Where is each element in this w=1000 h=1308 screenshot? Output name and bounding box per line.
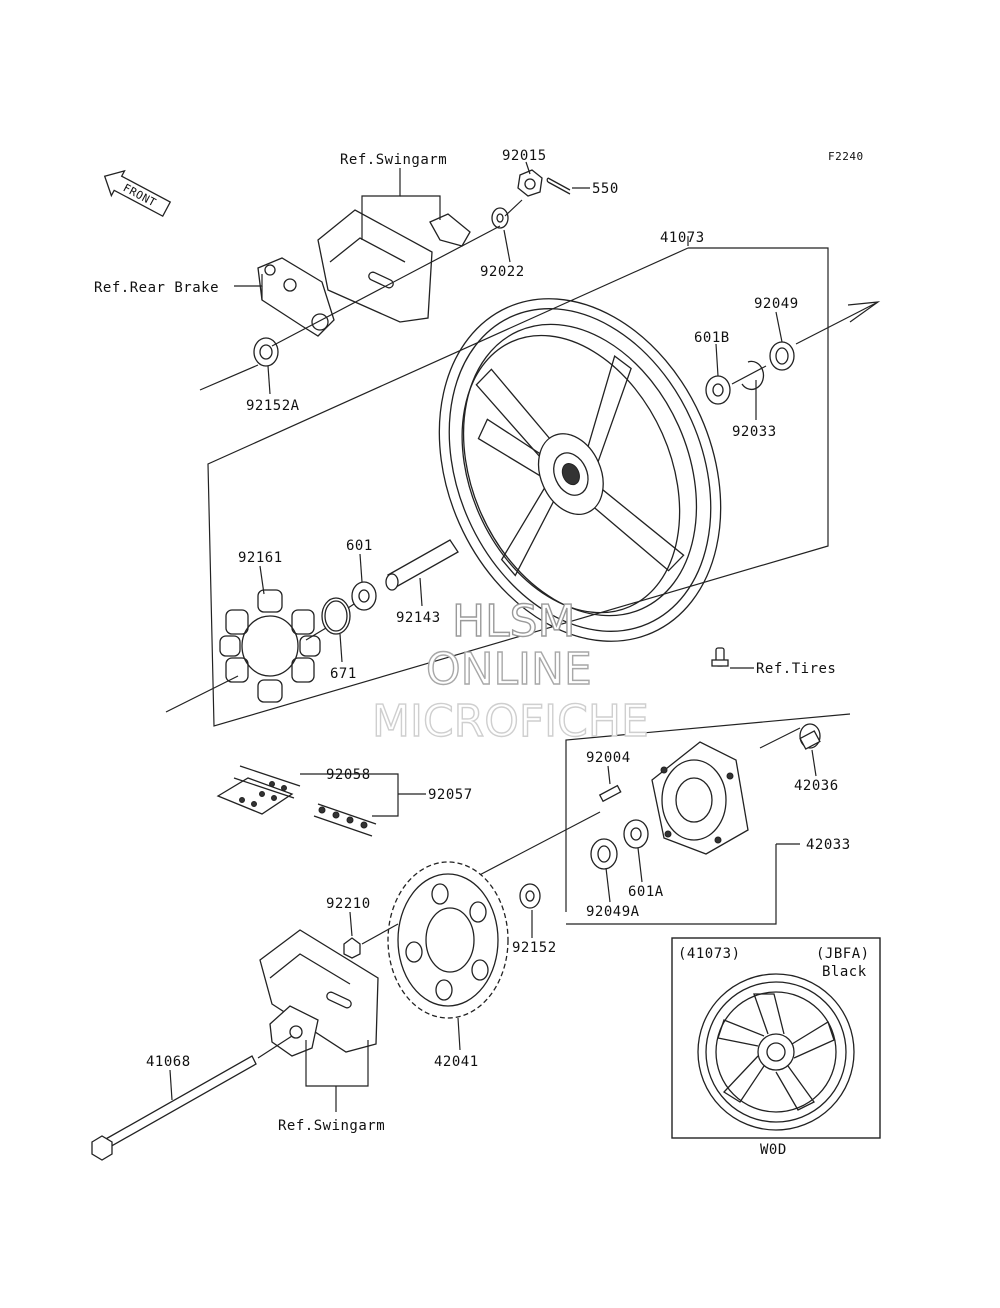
sprocket-42041 xyxy=(387,861,509,1019)
chain-92057 xyxy=(233,765,377,837)
label-42033: 42033 xyxy=(806,837,851,853)
circlip-92033 xyxy=(741,360,765,391)
label-92143: 92143 xyxy=(396,610,441,626)
seal-92049 xyxy=(769,341,795,371)
inset-part-number: (41073) xyxy=(678,946,741,962)
diagram-code: F2240 xyxy=(828,150,864,163)
label-92015: 92015 xyxy=(502,148,547,164)
collar-92152A xyxy=(253,337,279,367)
label-ref-rear-brake: Ref.Rear Brake xyxy=(94,280,219,296)
label-601: 601 xyxy=(346,538,373,554)
label-41073: 41073 xyxy=(660,230,705,246)
label-92033: 92033 xyxy=(732,424,777,440)
label-92058: 92058 xyxy=(326,767,371,783)
label-ref-swingarm-bottom: Ref.Swingarm xyxy=(278,1118,385,1134)
inset-color: Black xyxy=(822,964,867,980)
axle-41068 xyxy=(91,1055,257,1161)
damper-92161 xyxy=(219,589,321,703)
brake-bracket-assembly xyxy=(257,209,471,337)
label-92161: 92161 xyxy=(238,550,283,566)
bearing-601B xyxy=(705,375,731,405)
label-41068: 41068 xyxy=(146,1054,191,1070)
stud-92004 xyxy=(598,784,622,803)
collar-92152 xyxy=(519,883,541,909)
label-92022: 92022 xyxy=(480,264,525,280)
label-92152A: 92152A xyxy=(246,398,300,414)
label-ref-swingarm-top: Ref.Swingarm xyxy=(340,152,447,168)
inset-code: (JBFA) xyxy=(816,946,870,962)
label-92057: 92057 xyxy=(428,787,473,803)
label-42036: 42036 xyxy=(794,778,839,794)
watermark: HLSM ONLINE MICROFICHE xyxy=(371,595,649,747)
label-92004: 92004 xyxy=(586,750,631,766)
label-42041: 42041 xyxy=(434,1054,479,1070)
collar-42036 xyxy=(799,723,821,750)
part-labels: Ref.Swingarm Ref.Rear Brake 92015 550 92… xyxy=(94,148,851,1134)
inset-wheel xyxy=(697,973,855,1131)
label-671: 671 xyxy=(330,666,357,682)
inset-variant: W0D xyxy=(760,1142,787,1158)
watermark-line-3: MICROFICHE xyxy=(372,696,649,747)
master-link-92058 xyxy=(216,777,294,815)
o-ring-671 xyxy=(321,597,351,635)
valve-stem xyxy=(711,647,729,667)
nut-92015 xyxy=(517,169,543,197)
sprocket-hub-42033 xyxy=(651,741,749,855)
seal-92049A xyxy=(590,838,618,870)
label-550: 550 xyxy=(592,181,619,197)
variant-inset: (41073) (JBFA) Black W0D xyxy=(671,937,881,1158)
spacer-92143 xyxy=(385,539,459,591)
cotter-pin-550 xyxy=(546,177,571,195)
leader-lines xyxy=(169,161,817,1112)
watermark-line-1: HLSM xyxy=(452,596,576,647)
label-601A: 601A xyxy=(628,884,664,900)
bearing-601A xyxy=(623,819,649,849)
label-92210: 92210 xyxy=(326,896,371,912)
label-ref-tires: Ref.Tires xyxy=(756,661,836,677)
label-92049: 92049 xyxy=(754,296,799,312)
rear-wheel-41073 xyxy=(438,298,722,642)
washer-92022 xyxy=(491,207,509,229)
label-601B: 601B xyxy=(694,330,730,346)
nut-92210 xyxy=(343,937,361,959)
label-92152: 92152 xyxy=(512,940,557,956)
front-arrow-icon: FRONT xyxy=(103,169,172,218)
watermark-line-2: ONLINE xyxy=(426,644,592,695)
bearing-601 xyxy=(351,581,377,611)
label-92049A: 92049A xyxy=(586,904,640,920)
